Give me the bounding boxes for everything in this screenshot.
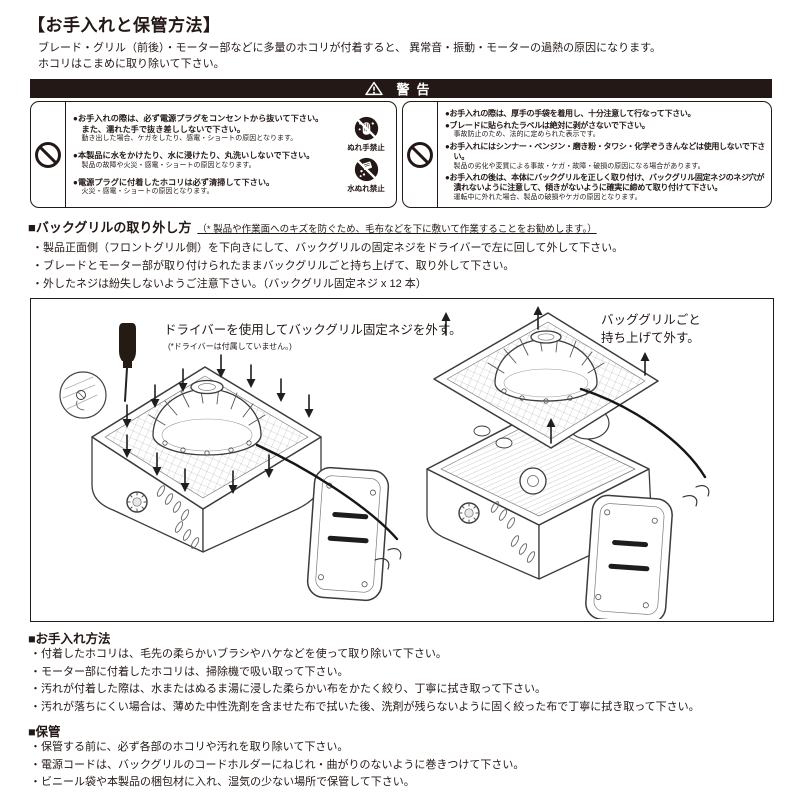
power-cord — [579, 387, 707, 479]
left-illustration-note: (*ドライバーは付属していません。) — [168, 342, 292, 351]
prohibition-icon-column — [403, 102, 438, 207]
no-water-pictogram: 水ぬれ禁止 — [347, 157, 385, 194]
lift-arrows — [441, 306, 650, 444]
warning-triangle-icon — [365, 81, 384, 96]
removal-bullet: ・ブレードとモーター部が取り付けられたままバックグリルごと持ち上げて、取り外して… — [32, 260, 515, 272]
magnifier-detail-icon — [59, 371, 107, 419]
blade-hub — [519, 467, 547, 495]
removal-heading: ■バックグリルの取り外し方 — [28, 220, 192, 235]
warning-box-left: ●お手入れの際は、必ず電源プラグをコンセントから抜いて下さい。 また、濡れた手で… — [30, 101, 397, 208]
right-illustration-caption: バッググリルごと 持ち上げて外す。 — [601, 313, 701, 345]
warning-items-right: ●お手入れの際は、厚手の手袋を着用し、十分注意して行なって下さい。 ●ブレードに… — [438, 102, 771, 207]
storage-bullet: ・保管する前に、必ず各部のホコリや汚れを取り除いて下さい。 — [30, 741, 349, 753]
storage-bullet: ・電源コードは、バックグリルのコードホルダーにねじれ・曲がりのないように巻きつけ… — [30, 758, 525, 771]
motor-dome — [494, 338, 598, 402]
warning-item: ●ブレードに貼られたラベルは絶対に剥がさないで下さい。 事故防止のため、法的に定… — [445, 120, 650, 139]
care-bullet: ・モーター部に付着したホコリは、掃除機で吸い取って下さい。 — [30, 665, 349, 678]
storage-bullet: ・ビニール袋や本製品の梱包材に入れ、湿気の少ない場所で保管して下さい。 — [30, 776, 415, 788]
storage-bullets: ・保管する前に、必ず各部のホコリや汚れを取り除いて下さい。 ・電源コードは、バッ… — [30, 739, 524, 792]
care-bullets: ・付着したホコリは、毛先の柔らかいブラシやハケなどを使って取り除いて下さい。 ・… — [30, 646, 700, 716]
warning-item: ●お手入れにはシンナー・ベンジン・磨き粉・タワシ・化学ぞうきんなどは使用しないで… — [445, 141, 765, 170]
no-wet-hands-pictogram: ぬれ手禁止 — [347, 116, 385, 153]
intro-text: ブレード・グリル（前後）・モーター部などに多量のホコリが付着すると、 異常音・振… — [38, 40, 661, 72]
left-illustration-caption: ドライバーを使用してバックグリル固定ネジを外す。 — [164, 323, 462, 337]
front-grill-frame — [306, 466, 390, 602]
warning-item: ●お手入れの際は、厚手の手袋を着用し、十分注意して行なって下さい。 — [445, 108, 696, 118]
control-knob — [126, 491, 148, 513]
page-title: 【お手入れと保管方法】 — [28, 16, 221, 35]
no-wet-hands-icon — [354, 116, 378, 140]
side-vents — [490, 501, 536, 563]
warning-item: ●電源プラグに付着したホコリは必ず清掃して下さい。 火災・感電・ショートの原因と… — [73, 177, 275, 196]
illustration-box: ドライバーを使用してバックグリル固定ネジを外す。 (*ドライバーは付属していませ… — [30, 298, 774, 622]
warning-box-right: ●お手入れの際は、厚手の手袋を着用し、十分注意して行なって下さい。 ●ブレードに… — [402, 101, 772, 208]
prohibition-icon-column — [31, 102, 66, 207]
warning-header-bar: 警告 — [30, 79, 772, 98]
removal-section-header: ■バックグリルの取り外し方 （* 製品や作業面へのキズを防ぐため、毛布などを下に… — [28, 217, 597, 236]
screw-arrows — [122, 354, 314, 494]
care-bullet: ・付着したホコリは、毛先の柔らかいブラシやハケなどを使って取り除いて下さい。 — [30, 648, 447, 660]
removal-bullet: ・外したネジは紛失しないようご注意下さい。（バックグリル固定ネジ x 12 本） — [32, 278, 427, 290]
control-knob — [458, 502, 480, 524]
fan-illustration-lift — [426, 306, 710, 619]
fan-illustration-unscrew — [59, 323, 402, 602]
removal-bullet: ・製品正面側（フロントグリル側）を下向きにして、バックグリルの固定ネジをドライバ… — [32, 242, 624, 254]
warning-item: ●お手入れの後は、本体にバックグリルを正しく取り付け、バックグリル固定ネジのネジ… — [445, 172, 765, 201]
warning-item: ●本製品に水をかけたり、水に浸けたり、丸洗いしないで下さい。 製品の故障や火災・… — [73, 151, 315, 169]
pictogram-column: ぬれ手禁止 水ぬれ禁止 — [336, 102, 396, 207]
warning-items-left: ●お手入れの際は、必ず電源プラグをコンセントから抜いて下さい。 また、濡れた手で… — [66, 102, 336, 207]
motor-dome — [152, 388, 262, 456]
intro-line-1: ブレード・グリル（前後）・モーター部などに多量のホコリが付着すると、 異常音・振… — [38, 42, 662, 54]
screwdriver-icon — [119, 323, 136, 402]
removal-heading-note: （* 製品や作業面へのキズを防ぐため、毛布などを下に敷いて作業することをお勧めし… — [197, 224, 597, 235]
care-bullet: ・汚れが付着した際は、水またはぬるま湯に浸した柔らかい布をかたく絞り、丁寧に拭き… — [30, 683, 547, 695]
warning-header-label: 警告 — [396, 82, 437, 97]
side-vents — [156, 485, 200, 549]
care-heading: ■お手入れ方法 — [28, 632, 111, 646]
no-water-icon — [354, 157, 378, 181]
care-bullet: ・汚れが落ちにくい場合は、薄めた中性洗剤を含ませた布で拭いた後、洗剤が残らないよ… — [30, 700, 700, 713]
removal-bullets: ・製品正面側（フロントグリル側）を下向きにして、バックグリルの固定ネジをドライバ… — [32, 239, 623, 293]
warning-item: ●お手入れの際は、必ず電源プラグをコンセントから抜いて下さい。 また、濡れた手で… — [73, 114, 324, 143]
intro-line-2: ホコリはこまめに取り除いて下さい。 — [38, 58, 225, 70]
storage-heading: ■保管 — [28, 725, 61, 739]
front-grill-frame — [585, 494, 673, 619]
prohibition-icon — [407, 141, 433, 168]
prohibition-icon — [35, 141, 61, 168]
power-cord — [255, 443, 399, 541]
